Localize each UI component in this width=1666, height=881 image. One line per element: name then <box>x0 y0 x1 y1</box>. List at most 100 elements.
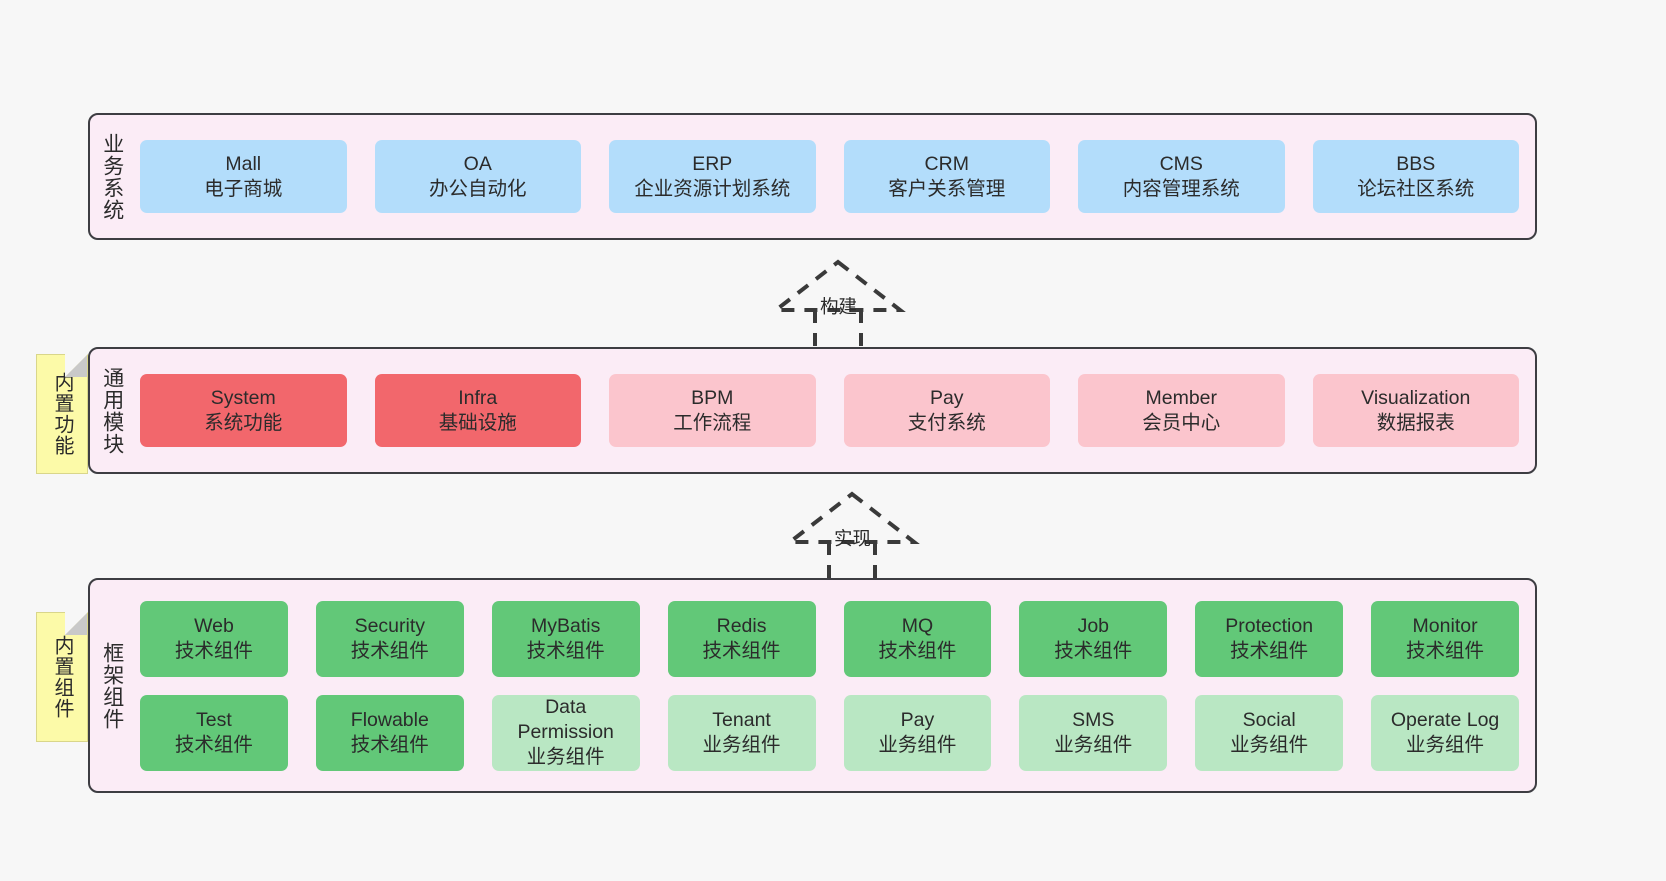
node-security[interactable]: Security 技术组件 <box>315 600 464 677</box>
layer-business-system: 业务系统 Mall 电子商城 OA 办公自动化 ERP 企业资源计划系统 CRM… <box>88 113 1537 240</box>
note-label: 内置功能 <box>51 372 73 456</box>
row: Test 技术组件 Flowable 技术组件 Data Permission … <box>140 694 1519 771</box>
node-title: Pay <box>929 386 964 409</box>
node-subtitle: 基础设施 <box>438 411 517 434</box>
node-redis[interactable]: Redis 技术组件 <box>667 600 816 677</box>
node-subtitle: 技术组件 <box>350 733 429 756</box>
node-sms[interactable]: SMS 业务组件 <box>1019 694 1168 771</box>
node-title: Job <box>1077 614 1110 637</box>
node-subtitle: 数据报表 <box>1376 411 1455 434</box>
node-title: Infra <box>458 386 498 409</box>
node-subtitle: 办公自动化 <box>428 177 527 200</box>
node-title: Mall <box>225 152 262 175</box>
node-subtitle: 技术组件 <box>526 639 605 662</box>
layer-title-business-system: 业务系统 <box>100 132 124 221</box>
node-system[interactable]: System 系统功能 <box>140 374 347 447</box>
node-title: Flowable <box>350 708 429 731</box>
node-subtitle: 电子商城 <box>204 177 283 200</box>
node-mybatis[interactable]: MyBatis 技术组件 <box>491 600 640 677</box>
node-title: Security <box>354 614 426 637</box>
node-visualization[interactable]: Visualization 数据报表 <box>1312 374 1519 447</box>
node-title: BBS <box>1396 152 1436 175</box>
node-title: CRM <box>924 152 969 175</box>
node-subtitle: 技术组件 <box>350 639 429 662</box>
node-subtitle: 业务组件 <box>1406 733 1485 756</box>
node-title: Data Permission <box>517 696 614 744</box>
note-label: 内置组件 <box>51 635 73 719</box>
node-pay-module[interactable]: Pay 支付系统 <box>843 374 1050 447</box>
node-subtitle: 业务组件 <box>702 733 781 756</box>
node-bbs[interactable]: BBS 论坛社区系统 <box>1312 140 1519 213</box>
layer-body-business-system: Mall 电子商城 OA 办公自动化 ERP 企业资源计划系统 CRM 客户关系… <box>134 115 1535 238</box>
node-title: Protection <box>1225 614 1314 637</box>
node-title: Redis <box>716 614 767 637</box>
node-title: MyBatis <box>531 614 601 637</box>
node-operate-log[interactable]: Operate Log 业务组件 <box>1371 694 1519 771</box>
node-subtitle: 企业资源计划系统 <box>634 177 791 200</box>
node-title: Pay <box>900 708 935 731</box>
node-test[interactable]: Test 技术组件 <box>140 694 288 771</box>
node-mq[interactable]: MQ 技术组件 <box>843 600 992 677</box>
node-title: Operate Log <box>1390 708 1500 731</box>
node-title: Monitor <box>1412 614 1478 637</box>
node-oa[interactable]: OA 办公自动化 <box>374 140 581 213</box>
node-subtitle: 系统功能 <box>204 411 283 434</box>
node-member[interactable]: Member 会员中心 <box>1078 374 1285 447</box>
node-tenant[interactable]: Tenant 业务组件 <box>667 694 816 771</box>
note-builtin-function: 内置功能 <box>36 354 88 474</box>
node-subtitle: 业务组件 <box>1054 733 1133 756</box>
node-monitor[interactable]: Monitor 技术组件 <box>1371 600 1519 677</box>
layer-title-common-module: 通用模块 <box>100 366 124 455</box>
node-web[interactable]: Web 技术组件 <box>140 600 288 677</box>
node-protection[interactable]: Protection 技术组件 <box>1195 600 1344 677</box>
connector-label-implement: 实现 <box>834 528 872 549</box>
note-builtin-component: 内置组件 <box>36 612 88 742</box>
layer-common-module: 通用模块 System 系统功能 Infra 基础设施 BPM 工作流程 Pay… <box>88 347 1537 474</box>
node-subtitle: 内容管理系统 <box>1122 177 1240 200</box>
node-subtitle: 工作流程 <box>673 411 752 434</box>
node-infra[interactable]: Infra 基础设施 <box>374 374 581 447</box>
node-subtitle: 支付系统 <box>907 411 986 434</box>
layer-body-framework-component: Web 技术组件 Security 技术组件 MyBatis 技术组件 Redi… <box>134 580 1535 791</box>
node-title: Tenant <box>712 708 771 731</box>
node-subtitle: 业务组件 <box>1230 733 1309 756</box>
node-pay-component[interactable]: Pay 业务组件 <box>843 694 992 771</box>
generalization-triangle-icon <box>770 259 906 312</box>
node-subtitle: 技术组件 <box>1054 639 1133 662</box>
node-title: System <box>210 386 276 409</box>
node-cms[interactable]: CMS 内容管理系统 <box>1078 140 1285 213</box>
node-title: Visualization <box>1361 386 1471 409</box>
node-title: SMS <box>1072 708 1115 731</box>
connector-build: 构建 <box>758 258 918 352</box>
node-subtitle: 客户关系管理 <box>888 177 1006 200</box>
row: System 系统功能 Infra 基础设施 BPM 工作流程 Pay 支付系统… <box>140 374 1519 447</box>
node-subtitle: 业务组件 <box>878 733 957 756</box>
node-bpm[interactable]: BPM 工作流程 <box>609 374 816 447</box>
node-subtitle: 业务组件 <box>526 745 605 768</box>
node-title: ERP <box>692 152 733 175</box>
node-job[interactable]: Job 技术组件 <box>1019 600 1168 677</box>
node-erp[interactable]: ERP 企业资源计划系统 <box>609 140 816 213</box>
row: Web 技术组件 Security 技术组件 MyBatis 技术组件 Redi… <box>140 600 1519 677</box>
node-social[interactable]: Social 业务组件 <box>1195 694 1344 771</box>
node-data-permission[interactable]: Data Permission 业务组件 <box>491 694 640 771</box>
row: Mall 电子商城 OA 办公自动化 ERP 企业资源计划系统 CRM 客户关系… <box>140 140 1519 213</box>
layer-body-common-module: System 系统功能 Infra 基础设施 BPM 工作流程 Pay 支付系统… <box>134 349 1535 472</box>
node-title: MQ <box>901 614 934 637</box>
node-subtitle: 论坛社区系统 <box>1357 177 1475 200</box>
node-subtitle: 会员中心 <box>1142 411 1221 434</box>
layer-framework-component: 框架组件 Web 技术组件 Security 技术组件 MyBatis 技术组件… <box>88 578 1537 793</box>
node-crm[interactable]: CRM 客户关系管理 <box>843 140 1050 213</box>
node-mall[interactable]: Mall 电子商城 <box>140 140 347 213</box>
generalization-triangle-icon <box>784 491 920 544</box>
node-flowable[interactable]: Flowable 技术组件 <box>315 694 464 771</box>
node-title: BPM <box>691 386 734 409</box>
node-title: OA <box>463 152 492 175</box>
node-subtitle: 技术组件 <box>878 639 957 662</box>
layer-title-framework-component: 框架组件 <box>100 641 124 730</box>
connector-label-build: 构建 <box>820 296 858 317</box>
node-title: Test <box>196 708 232 731</box>
node-title: Web <box>194 614 234 637</box>
node-subtitle: 技术组件 <box>702 639 781 662</box>
